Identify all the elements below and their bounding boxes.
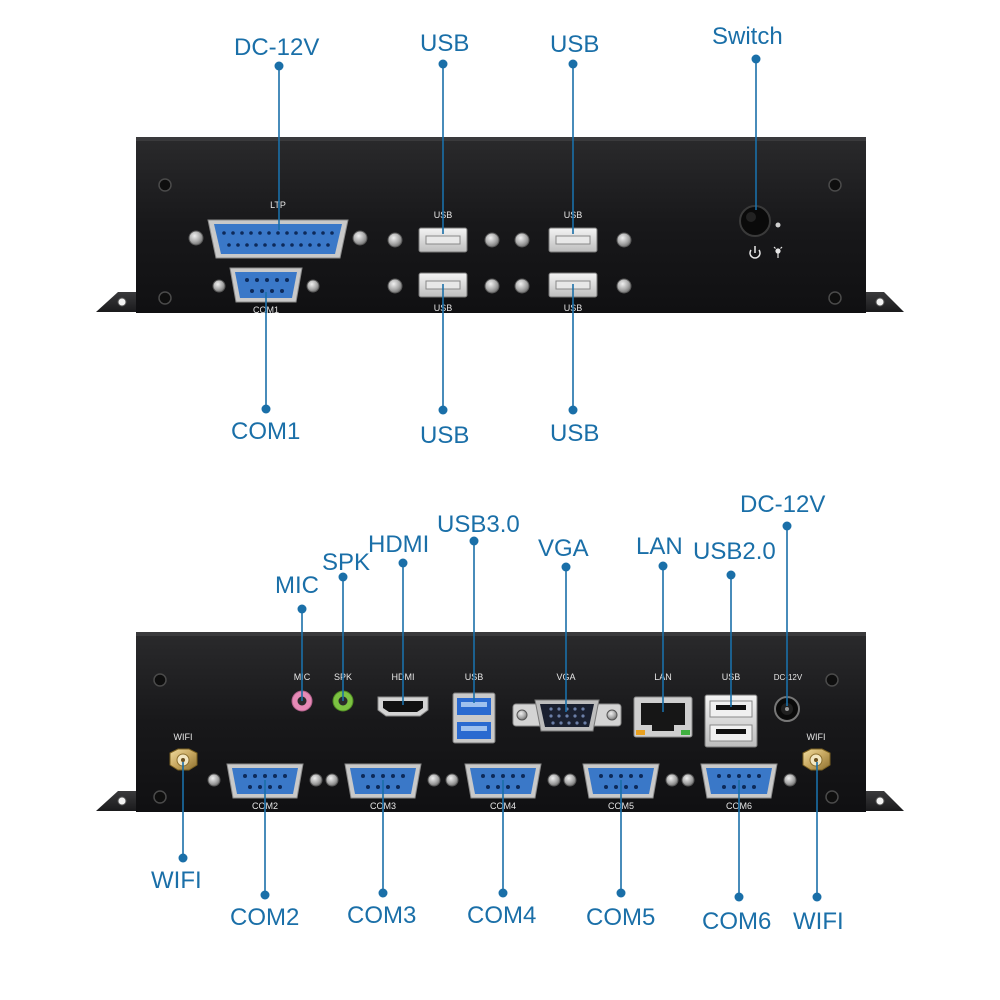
com1-serial-port: [212, 267, 320, 303]
callout-usb-bottom-left: USB: [420, 422, 470, 449]
com6-serial-port: [681, 763, 797, 799]
led-indicator: [775, 222, 781, 228]
callout-switch: Switch: [712, 23, 783, 50]
ltp-parallel-port: [188, 219, 368, 259]
silk-wifi-right: WIFI: [807, 732, 826, 742]
callout-wifi-right: WIFI: [793, 908, 844, 935]
silk-dc12v: DC-12V: [774, 673, 803, 682]
callout-com3: COM3: [347, 902, 417, 929]
silk-ltp: LTP: [270, 200, 286, 210]
callout-com1: COM1: [231, 418, 301, 445]
usb20-ports: [704, 694, 758, 748]
callout-dc12v-top: DC-12V: [234, 34, 320, 61]
callout-com2: COM2: [230, 904, 300, 931]
callout-dc12v-bottom: DC-12V: [740, 491, 826, 518]
mount-flange: [96, 292, 136, 312]
com3-serial-port: [325, 763, 441, 799]
dc-jack: [774, 696, 800, 722]
callout-usb20: USB2.0: [693, 538, 776, 565]
callout-usb-bottom-right: USB: [550, 420, 600, 447]
callout-leaders: [178, 54, 822, 902]
callout-lan: LAN: [636, 533, 683, 560]
callout-mic: MIC: [275, 572, 319, 599]
mount-flange: [96, 791, 136, 811]
panel-screws: [158, 178, 842, 305]
vga-port: [512, 699, 622, 732]
callout-com6: COM6: [702, 908, 772, 935]
power-icon: [749, 246, 761, 259]
callout-hdmi: HDMI: [368, 531, 430, 558]
usb30-ports: [452, 692, 496, 744]
silk-wifi-left: WIFI: [174, 732, 193, 742]
callout-com5: COM5: [586, 904, 656, 931]
power-switch: [739, 205, 781, 237]
wifi-connector-left: [169, 748, 198, 771]
callout-usb-top-left: USB: [420, 30, 470, 57]
led-indicator-icon: [773, 246, 783, 258]
callout-wifi-left: WIFI: [151, 867, 202, 894]
mount-flange: [866, 292, 904, 312]
callout-usb30: USB3.0: [437, 511, 520, 538]
hdmi-port: [377, 696, 429, 717]
lan-port: [633, 696, 693, 738]
callout-usb-top-right: USB: [550, 31, 600, 58]
usb-port-top-left: [418, 227, 468, 253]
callout-com4: COM4: [467, 902, 537, 929]
callout-spk: SPK: [322, 549, 371, 576]
usb-port-top-right: [548, 227, 598, 253]
callout-vga: VGA: [538, 535, 589, 562]
wifi-connector-right: [802, 748, 831, 771]
mount-flange: [866, 791, 904, 811]
panel-screws: [153, 673, 839, 804]
